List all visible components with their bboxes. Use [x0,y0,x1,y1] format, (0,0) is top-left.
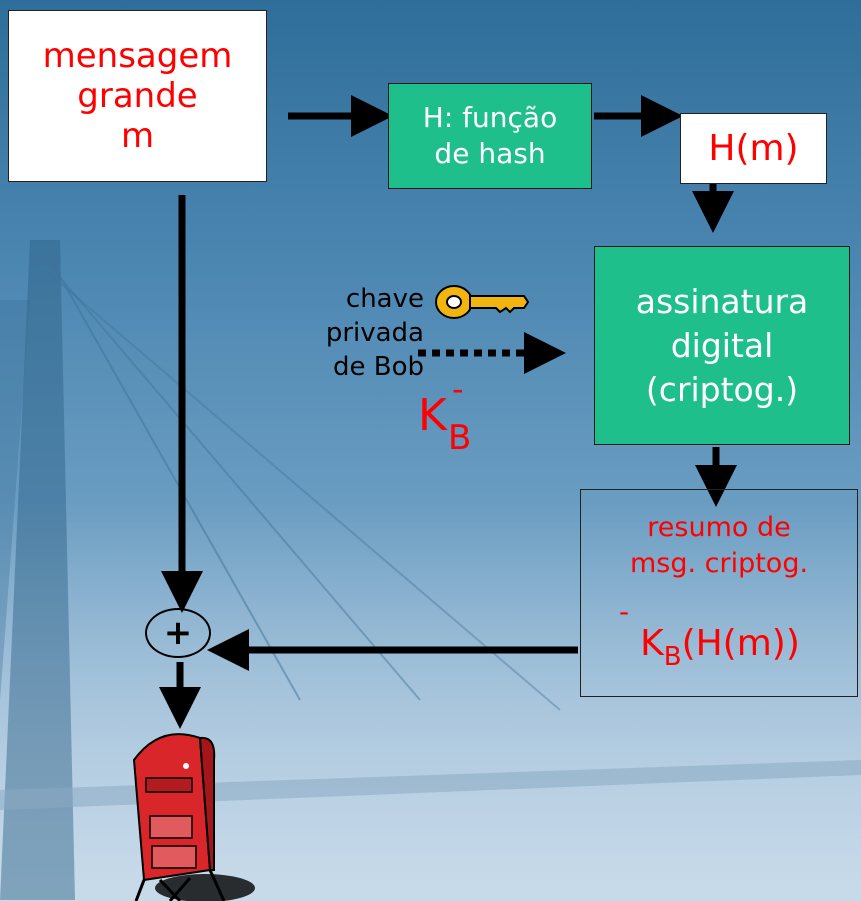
message-line-3: m [120,116,155,156]
digest-line-2: msg. criptog. [629,548,809,579]
key-label-line-1: chave [345,284,424,314]
key-label: chave privada de Bob [254,282,424,384]
signature-line-2: digital [670,325,774,365]
message-box: mensagem grande m [8,10,267,182]
signature-line-1: assinatura [635,281,809,321]
hash-output-text: H(m) [708,128,799,169]
signature-line-3: (criptog.) [645,369,799,409]
combine-symbol: + [163,613,193,653]
private-key-superscript: - [452,370,464,408]
private-key-letter: K [418,390,447,441]
mailbox-icon [132,733,255,901]
key-icon [435,285,530,319]
hash-function-box: H: função de hash [388,83,592,189]
formula-key-letter: K [640,623,664,664]
digest-formula: KB(H(m)) - [581,595,859,672]
message-line-2: grande [77,76,198,116]
formula-superscript: - [619,595,630,628]
hash-line-2: de hash [434,137,546,170]
message-line-1: mensagem [42,36,233,76]
hash-output-box: H(m) [680,113,827,184]
encrypted-digest-box: resumo de msg. criptog. KB(H(m)) - [580,489,858,697]
combine-node: + [145,608,211,658]
key-label-line-2: privada [325,318,424,348]
private-key-symbol: K - B [418,370,508,464]
digest-line-1: resumo de [647,512,791,543]
hash-line-1: H: função [422,101,558,134]
key-label-line-3: de Bob [332,352,424,382]
digital-signature-box: assinatura digital (criptog.) [594,246,850,445]
formula-subscript: B [663,642,682,672]
formula-rest: (H(m)) [681,623,800,664]
private-key-subscript: B [448,418,472,458]
